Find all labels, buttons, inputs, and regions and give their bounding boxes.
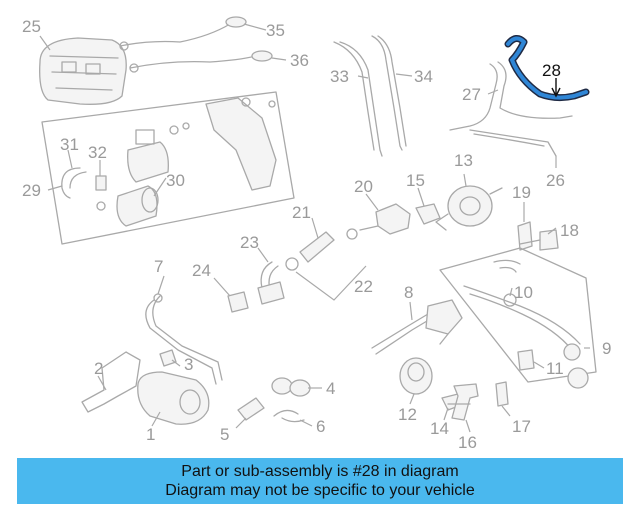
part-9-shape (439, 247, 597, 383)
callout-16: 16 (458, 433, 477, 452)
callout-7: 7 (154, 257, 163, 276)
part-20-shape (359, 203, 411, 235)
callout-labels: 25 35 36 31 32 29 30 33 34 28 27 26 20 1… (22, 17, 611, 452)
callout-24: 24 (192, 261, 211, 280)
bracket-shape (205, 97, 277, 191)
part-17-shape (495, 381, 509, 407)
callout-30: 30 (166, 171, 185, 190)
part-21-clamp (346, 228, 358, 240)
part-4-shape (271, 377, 311, 397)
part-33-shape (339, 41, 383, 157)
part-26-shape (469, 129, 557, 157)
part-3-shape (159, 349, 177, 367)
part-25-shape (39, 37, 127, 105)
callout-12: 12 (398, 405, 417, 424)
part-27-shape (449, 61, 573, 131)
part-32-shape (95, 175, 107, 211)
banner-line-1: Part or sub-assembly is #28 in diagram (181, 463, 459, 480)
info-banner: Part or sub-assembly is #28 in diagram D… (17, 458, 623, 504)
part-1-shape (137, 371, 210, 425)
callout-36: 36 (290, 51, 309, 70)
part-8-shape (371, 299, 463, 355)
callout-11: 11 (546, 359, 564, 378)
callout-18: 18 (560, 221, 579, 240)
part-16-shape (447, 383, 479, 421)
parts-diagram: 25 35 36 31 32 29 30 33 34 28 27 26 20 1… (22, 16, 611, 452)
part-28-leader (551, 78, 561, 98)
assembly-outline-box (41, 91, 295, 245)
callout-2: 2 (94, 359, 103, 378)
callout-31: 31 (60, 135, 79, 154)
callout-10: 10 (514, 283, 533, 302)
callout-23: 23 (240, 233, 259, 252)
callout-6: 6 (316, 417, 325, 436)
part-2-shape (81, 351, 141, 413)
callout-14: 14 (430, 419, 449, 438)
part-36-shape (129, 50, 273, 73)
callout-32: 32 (88, 143, 107, 162)
banner-line-2: Diagram may not be specific to your vehi… (165, 482, 475, 499)
part-30-shape (116, 185, 159, 227)
callout-9: 9 (602, 339, 611, 358)
callout-34: 34 (414, 67, 433, 86)
callout-1: 1 (146, 425, 155, 444)
part-18-shape (519, 229, 559, 251)
part-13-shape (435, 185, 503, 231)
callout-35: 35 (266, 21, 285, 40)
part-34-shape (371, 35, 403, 151)
leader-lines (39, 23, 590, 433)
part-11-shape (517, 343, 589, 389)
part-6-shape (273, 409, 305, 423)
part-21-shape (299, 231, 335, 263)
callout-3: 3 (184, 355, 193, 374)
callout-33: 33 (330, 67, 349, 86)
callout-17: 17 (512, 417, 531, 436)
callout-28: 28 (542, 61, 561, 80)
callout-4: 4 (326, 379, 335, 398)
part-34b-shape (377, 35, 407, 147)
part-33b-shape (333, 41, 375, 151)
part-24-shape (227, 281, 285, 313)
part-35-shape (119, 16, 247, 51)
part-19-shape (517, 221, 533, 251)
part-22-shape (285, 257, 367, 301)
callout-15: 15 (406, 171, 425, 190)
callout-22: 22 (354, 277, 373, 296)
callout-19: 19 (512, 183, 531, 202)
callout-29: 29 (22, 181, 41, 200)
callout-27: 27 (462, 85, 481, 104)
callout-21: 21 (292, 203, 311, 222)
part-28-highlighted-pipe (504, 35, 590, 102)
part-12-shape (399, 357, 433, 395)
part-15-shape (415, 203, 441, 225)
part-31-shape (61, 167, 87, 199)
valve-assembly-shape (127, 122, 190, 183)
part-7-shape (145, 293, 223, 385)
callout-13: 13 (454, 151, 473, 170)
callout-5: 5 (220, 425, 229, 444)
callout-25: 25 (22, 17, 41, 36)
callout-26: 26 (546, 171, 565, 190)
callout-20: 20 (354, 177, 373, 196)
part-5-shape (237, 397, 265, 421)
callout-8: 8 (404, 283, 413, 302)
